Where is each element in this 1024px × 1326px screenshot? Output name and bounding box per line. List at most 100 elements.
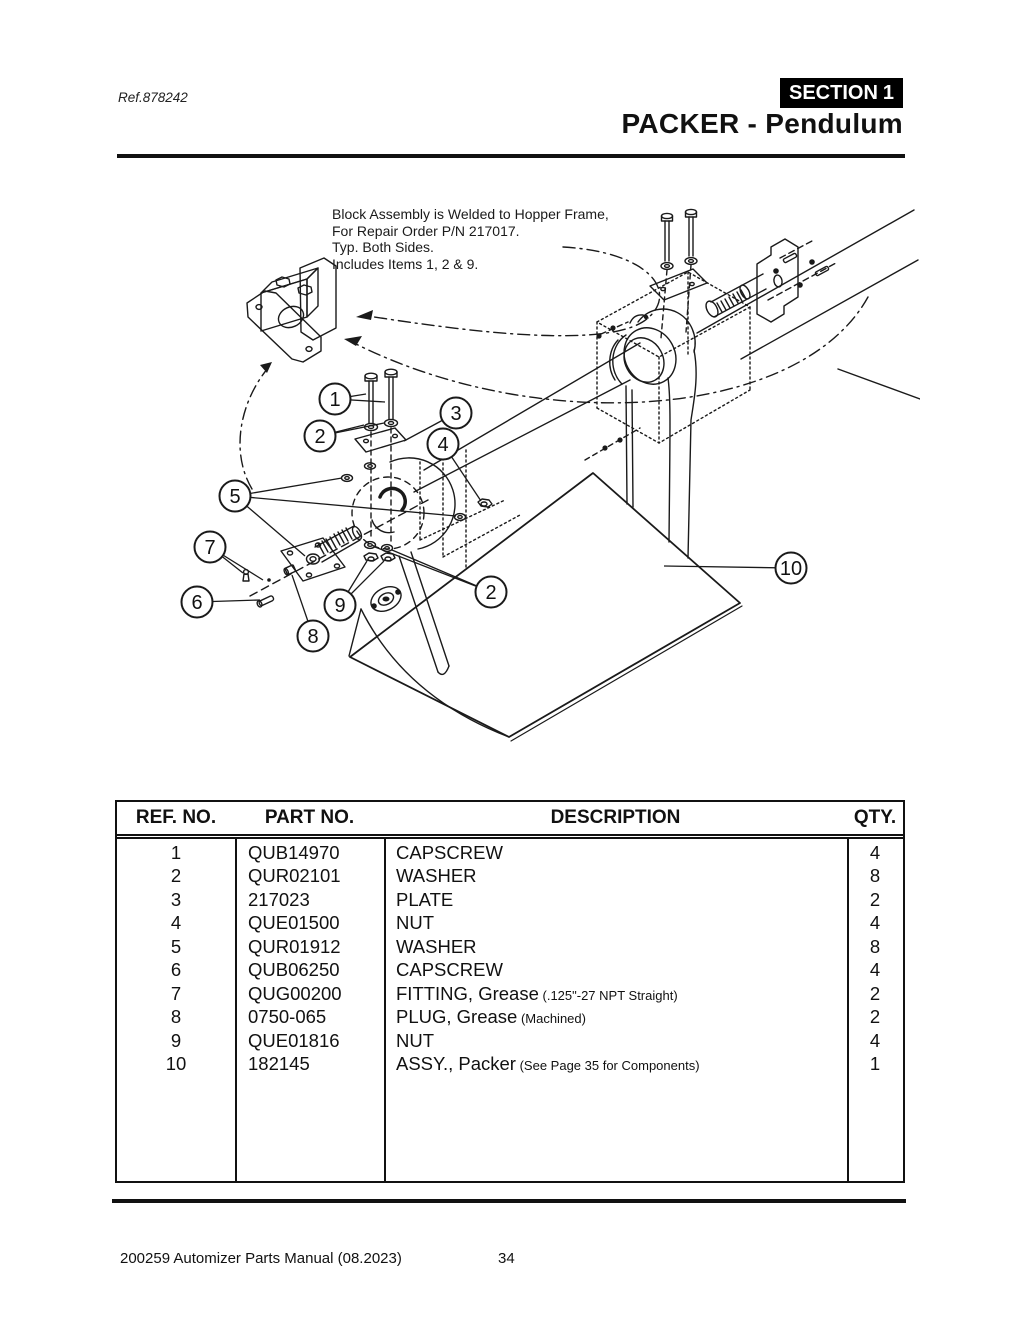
cell-part-no: QUB14970 <box>248 841 340 863</box>
main-shaft <box>413 342 641 493</box>
arrow-icon <box>344 336 362 346</box>
cell-description: NUT <box>396 1029 435 1051</box>
upper-capscrews-and-plate <box>649 208 708 339</box>
table-row: 7 QUG00200 FITTING, Grease (.125"-27 NPT S… <box>117 982 903 1006</box>
cell-description: WASHER <box>396 935 477 957</box>
pivot-bearing <box>584 308 697 559</box>
cell-qty: 4 <box>869 1029 881 1051</box>
svg-text:3: 3 <box>450 403 461 425</box>
svg-text:1: 1 <box>329 389 340 411</box>
arrow-icon <box>260 362 272 373</box>
callout-2: 2 <box>374 546 508 609</box>
cell-part-no: 0750-065 <box>248 1006 327 1028</box>
callout-8: 8 <box>291 574 330 653</box>
cell-ref-no: 4 <box>170 912 182 934</box>
table-column-divider <box>847 802 849 1181</box>
callout-7: 7 <box>193 530 264 581</box>
stud-and-bracket <box>705 238 837 323</box>
washer-nut-pairs <box>363 540 396 562</box>
cell-description: CAPSCREW <box>396 841 503 863</box>
cell-description: PLATE <box>396 888 454 910</box>
flange-stud-assembly <box>242 499 429 608</box>
cell-description: PLUG, Grease (Machined) <box>396 1006 586 1028</box>
page-title: PACKER - Pendulum <box>621 108 903 139</box>
cell-part-no: QUG00200 <box>248 982 342 1004</box>
cell-ref-no: 9 <box>170 1029 182 1051</box>
callout-5: 5 <box>218 477 457 557</box>
table-column-divider <box>384 802 386 1181</box>
footer-page-number: 34 <box>498 1250 515 1267</box>
cell-ref-no: 5 <box>170 935 182 957</box>
ref-number: Ref.878242 <box>118 90 188 105</box>
section-badge-number: 1 <box>882 81 894 104</box>
svg-text:4: 4 <box>437 434 448 456</box>
cell-qty: 8 <box>869 865 881 887</box>
header-qty: QTY. <box>853 807 897 828</box>
washers-and-nut <box>340 473 493 522</box>
note-line: Block Assembly is Welded to Hopper Frame… <box>332 206 609 222</box>
header-rule <box>117 154 905 158</box>
arrow-icon <box>356 310 373 320</box>
callout-2: 2 <box>303 419 385 453</box>
svg-text:2: 2 <box>314 426 325 448</box>
diagram-note: Block Assembly is Welded to Hopper Frame… <box>332 206 609 272</box>
cell-qty: 4 <box>869 959 881 981</box>
cell-description: WASHER <box>396 865 477 887</box>
hidden-block-outline <box>596 271 751 444</box>
svg-text:7: 7 <box>204 537 215 559</box>
cell-part-no: 217023 <box>248 888 310 910</box>
table-row: 2 QUR02101 WASHER 8 <box>117 865 903 889</box>
table-header-row: REF. NO. PART NO. DESCRIPTION QTY. <box>117 802 903 839</box>
cell-qty: 2 <box>869 982 881 1004</box>
cell-description: NUT <box>396 912 435 934</box>
frame-lines <box>696 209 920 400</box>
header-ref-no: REF. NO. <box>135 807 217 828</box>
reference-arrows <box>239 246 869 490</box>
cell-part-no: QUR02101 <box>248 865 341 887</box>
cell-ref-no: 2 <box>170 865 182 887</box>
front-arm <box>370 551 450 676</box>
header-description: DESCRIPTION <box>550 807 681 828</box>
table-column-divider <box>235 802 237 1181</box>
cell-part-no: QUR01912 <box>248 935 341 957</box>
cell-qty: 4 <box>869 841 881 863</box>
cell-ref-no: 7 <box>170 982 182 1004</box>
footer-rule <box>112 1199 906 1203</box>
callout-1: 1 <box>318 382 386 416</box>
packer-plate <box>348 472 743 742</box>
cell-part-no: QUB06250 <box>248 959 340 981</box>
callout-6: 6 <box>180 585 261 619</box>
note-line: For Repair Order P/N 217017. <box>332 222 520 239</box>
section-badge: SECTION 1 <box>780 78 903 108</box>
note-line: Includes Items 1, 2 & 9. <box>332 255 479 272</box>
cell-qty: 2 <box>869 1006 881 1028</box>
svg-text:2: 2 <box>485 582 496 604</box>
block-assembly-detail <box>246 257 337 363</box>
callout-4: 4 <box>426 427 482 502</box>
section-badge-label: SECTION <box>789 81 878 104</box>
table-row: 5 QUR01912 WASHER 8 <box>117 935 903 959</box>
crank-hub <box>351 449 521 571</box>
callout-9: 9 <box>323 560 385 622</box>
callout-3: 3 <box>403 396 473 442</box>
cell-qty: 2 <box>869 888 881 910</box>
cell-description: ASSY., Packer (See Page 35 for Component… <box>396 1053 700 1075</box>
callout-10: 10 <box>663 551 808 585</box>
svg-text:6: 6 <box>191 592 202 614</box>
cell-description: FITTING, Grease (.125"-27 NPT Straight) <box>396 982 678 1004</box>
cell-description: CAPSCREW <box>396 959 503 981</box>
svg-text:9: 9 <box>334 595 345 617</box>
cell-qty: 8 <box>869 935 881 957</box>
